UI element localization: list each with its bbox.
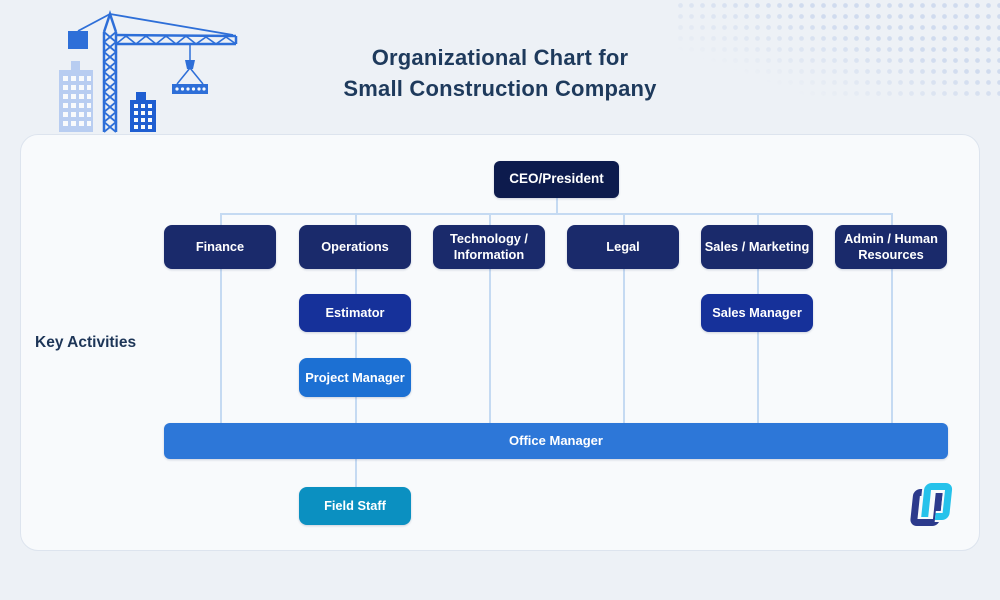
org-node-field-staff: Field Staff (299, 487, 411, 525)
org-node-sales-manager: Sales Manager (701, 294, 813, 332)
org-node-legal: Legal (567, 225, 679, 269)
key-activities-label: Key Activities (35, 334, 137, 351)
crane-illustration (59, 10, 238, 133)
logo-cyan-bracket (921, 483, 953, 520)
connector-line (489, 213, 491, 423)
halftone-dots-decoration (675, 0, 1000, 96)
page-title-line1: Organizational Chart for (371, 45, 629, 70)
org-node-ceo: CEO/President (494, 161, 619, 198)
crane-counterweight-icon (68, 31, 208, 94)
org-node-technology-information: Technology / Information (433, 225, 545, 269)
dark-building-icon (130, 92, 156, 132)
org-node-project-manager: Project Manager (299, 358, 411, 397)
company-logo (910, 481, 954, 526)
connector-line (355, 459, 357, 487)
crane-load-dots (175, 87, 206, 91)
connector-line (220, 213, 892, 215)
page-title: Organizational Chart for Small Construct… (280, 42, 720, 104)
connector-line (556, 197, 558, 214)
org-node-operations: Operations (299, 225, 411, 269)
page-title-line2: Small Construction Company (343, 76, 657, 101)
org-node-admin-human-resources: Admin / Human Resources (835, 225, 947, 269)
org-node-office-manager: Office Manager (164, 423, 948, 459)
org-node-finance: Finance (164, 225, 276, 269)
chart-panel (20, 134, 980, 551)
org-node-sales-marketing: Sales / Marketing (701, 225, 813, 269)
connector-line (220, 213, 222, 423)
crane-tower-icon (77, 10, 238, 133)
light-building-icon (59, 61, 93, 132)
connector-line (891, 213, 893, 423)
connector-line (623, 213, 625, 423)
org-node-estimator: Estimator (299, 294, 411, 332)
